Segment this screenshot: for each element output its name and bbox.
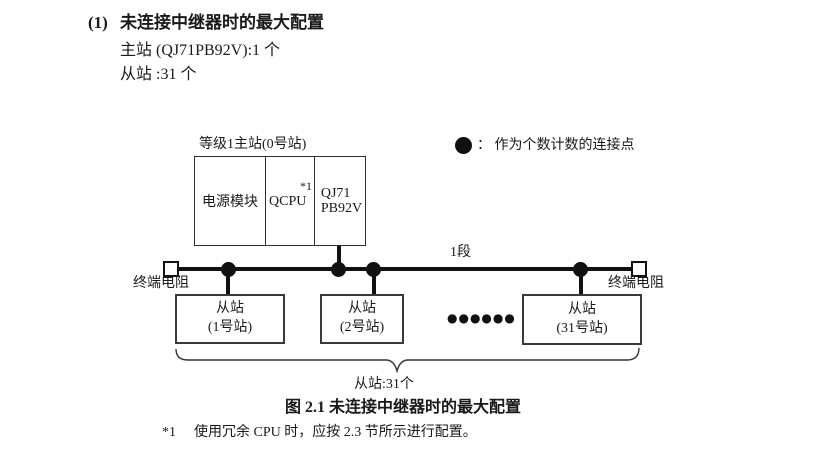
connection-dot-slave2 [366, 262, 381, 277]
connection-point-icon [455, 137, 472, 154]
pb-module-cell: QJ71 PB92V [315, 157, 365, 245]
terminator-right-label: 终端电阻 [608, 276, 664, 291]
power-module-label: 电源模块 [202, 195, 258, 210]
terminator-right-icon [631, 261, 647, 277]
terminator-left-label: 终端电阻 [133, 276, 189, 291]
slave1-drop-line [226, 269, 230, 295]
brace-label: 从站:31个 [354, 377, 414, 392]
slave-box-2: 从站 (2号站) [320, 294, 404, 344]
slave-group-brace [175, 347, 640, 374]
terminator-left-icon [163, 261, 179, 277]
connection-dot-master [331, 262, 346, 277]
figure-caption: 图 2.1 未连接中继器时的最大配置 [285, 399, 522, 416]
connection-dot-slave31 [573, 262, 588, 277]
slave-box-1: 从站 (1号站) [175, 294, 285, 344]
cpu-cell: *1 QCPU [266, 157, 315, 245]
slave1-name: 从站 [216, 301, 244, 317]
slave2-drop-line [372, 269, 376, 295]
slave31-station: (31号站) [556, 320, 608, 336]
slave31-drop-line [579, 269, 583, 295]
master-count-line: 主站 (QJ71PB92V):1 个 [120, 42, 281, 59]
footnote-marker: *1 [162, 425, 176, 440]
bus-line [177, 267, 633, 271]
slave-box-31: 从站 (31号站) [522, 294, 642, 345]
legend-label: ： 作为个数计数的连接点 [477, 138, 635, 153]
master-station-label: 等级1主站(0号站) [199, 137, 307, 152]
heading-title: 未连接中继器时的最大配置 [120, 13, 324, 32]
master-drop-line [337, 246, 341, 268]
pb-module-name-line1: QJ71 [320, 185, 351, 201]
heading-number: (1) [88, 13, 108, 32]
slave2-name: 从站 [348, 301, 376, 317]
cpu-label: QCPU [269, 194, 307, 209]
master-station-box: 电源模块 *1 QCPU QJ71 PB92V [194, 156, 366, 246]
segment-label: 1段 [450, 245, 471, 260]
connection-dot-slave1 [221, 262, 236, 277]
power-module-cell: 电源模块 [195, 157, 266, 245]
slave-count-line: 从站 :31 个 [120, 66, 197, 83]
pb-module-name-line2: PB92V [320, 201, 363, 216]
slave2-station: (2号站) [339, 320, 385, 335]
ellipsis-dots: ●●●●●● [447, 311, 516, 325]
slave1-station: (1号站) [207, 320, 253, 335]
cpu-footnote-marker: *1 [300, 179, 312, 193]
slave31-name: 从站 [568, 301, 596, 317]
footnote-text: 使用冗余 CPU 时，应按 2.3 节所示进行配置。 [194, 425, 477, 440]
